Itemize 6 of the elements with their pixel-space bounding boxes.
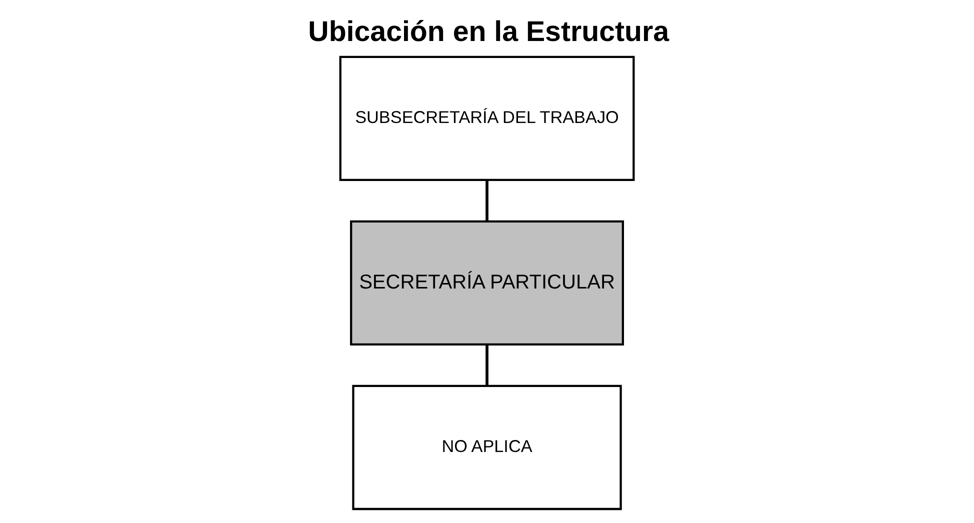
node-box: NO APLICA (352, 384, 622, 510)
diagram-title: Ubicación en la Estructura (308, 16, 670, 48)
node-box: SECRETARÍA PARTICULAR (350, 220, 624, 346)
connector (486, 180, 488, 222)
node-box: SUBSECRETARÍA DEL TRABAJO (339, 56, 635, 182)
connector (486, 344, 488, 386)
